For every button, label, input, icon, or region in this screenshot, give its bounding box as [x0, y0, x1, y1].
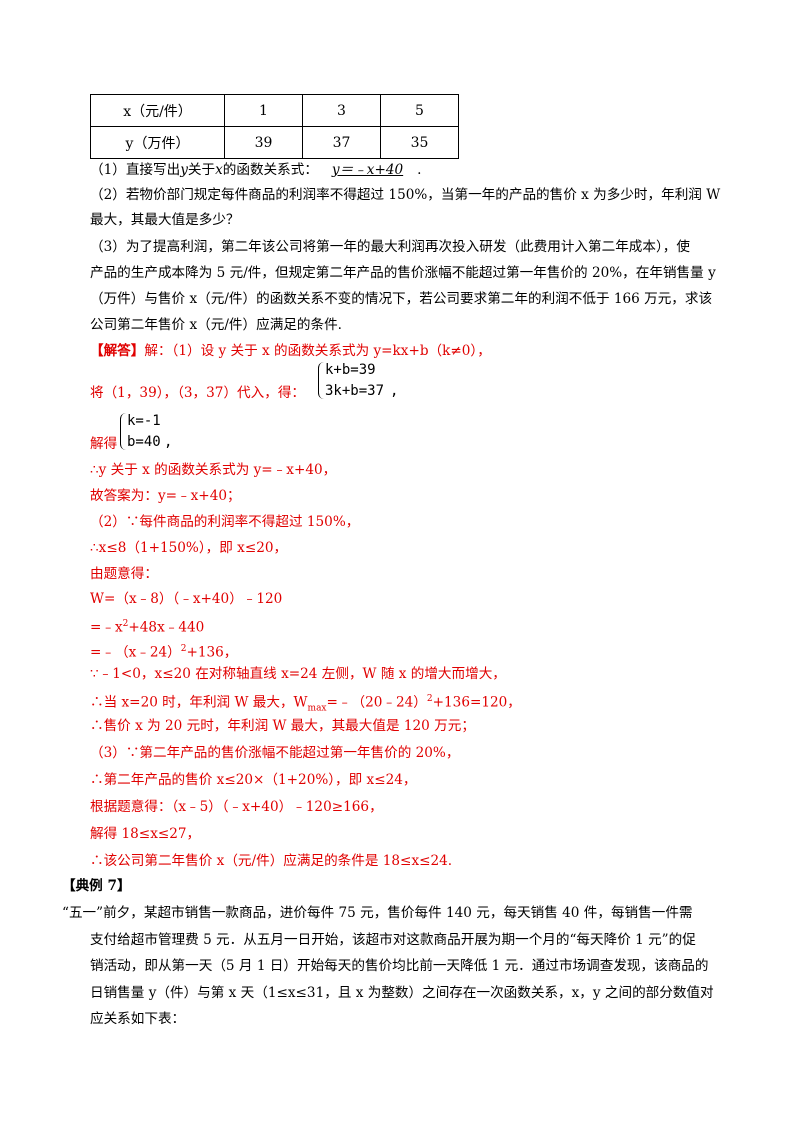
xy-value-table: x（元/件） 1 3 5 y（万件） 39 37 35 — [90, 94, 459, 159]
left-brace — [318, 362, 325, 399]
text: y — [180, 162, 188, 178]
superscript: 2 — [180, 644, 187, 654]
q1-answer: y＝﹣x+40 — [331, 162, 404, 178]
text: +136=120， — [432, 694, 521, 711]
text: ∴当 x=20 时，年利润 W 最大，W — [90, 694, 308, 711]
subscript: max — [307, 703, 327, 714]
question-3-line-4: 公司第二年售价 x（元/件）应满足的条件. — [90, 317, 342, 333]
question-2-line-1: （2）若物价部门规定每件商品的利润率不得超过 150%，当第一年的产品的售价 x… — [90, 187, 721, 203]
solution-line: ∴售价 x 为 20 元时，年利润 W 最大，其最大值是 120 万元； — [90, 718, 475, 734]
equation: k+b=39 — [325, 362, 376, 378]
example-7-line: “五一”前夕，某超市销售一款商品，进价每件 75 元，售价每件 140 元，每天… — [62, 905, 693, 921]
table-cell: 1 — [224, 94, 303, 127]
solution-line: 将（1，39），（3，37）代入，得： — [90, 385, 306, 401]
text: . — [417, 162, 422, 178]
table-cell: 37 — [302, 126, 381, 159]
table-cell: x（元/件） — [90, 94, 225, 127]
example-7-line: 日销售量 y（件）与第 x 天（1≤x≤31，且 x 为整数）之间存在一次函数关… — [90, 985, 714, 1001]
question-3-line-1: （3）为了提高利润，第二年该公司将第一年的最大利润再次投入研发（此费用计入第二年… — [90, 239, 690, 255]
solution-line: ∵﹣1<0，x≤20 在对称轴直线 x=24 左侧，W 随 x 的增大而增大， — [90, 666, 506, 682]
solution-line: =﹣（x﹣24）2+136， — [90, 639, 237, 663]
text: +48x﹣440 — [128, 619, 205, 636]
solution-line: W=（x﹣8）（﹣x+40）﹣120 — [90, 591, 283, 607]
table-cell: y（万件） — [90, 126, 225, 159]
punct: , — [390, 383, 399, 399]
text: =﹣（20﹣24） — [326, 694, 427, 711]
equation: 3k+b=37 — [325, 383, 385, 399]
text: 解：（1）设 y 关于 x 的函数关系式为 y=kx+b（k≠0）， — [144, 343, 491, 359]
table-cell: 3 — [302, 94, 381, 127]
table-row: x（元/件） 1 3 5 — [90, 94, 459, 127]
example-7-line: 销活动，即从第一天（5 月 1 日）开始每天的售价均比前一天降低 1 元．通过市… — [90, 958, 709, 974]
example-7-title: 【典例 7】 — [62, 878, 131, 894]
question-3-line-3: （万件）与售价 x（元/件）的函数关系不变的情况下，若公司要求第二年的利润不低于… — [90, 291, 713, 307]
solution-line: 由题意得： — [90, 566, 158, 582]
text: =﹣x — [90, 619, 123, 636]
superscript: 2 — [122, 619, 129, 629]
solution-line: ∴第二年产品的售价 x≤20×（1+20%），即 x≤24， — [90, 772, 417, 788]
solution-tag: 【解答】 — [90, 343, 145, 359]
solution-line: （3）∵第二年产品的售价涨幅不能超过第一年售价的 20%， — [90, 745, 460, 761]
text: =﹣（x﹣24） — [90, 644, 181, 661]
table-cell: 5 — [380, 94, 459, 127]
solution-line: 【解答】解：（1）设 y 关于 x 的函数关系式为 y=kx+b（k≠0）， — [90, 341, 491, 361]
text: +136， — [186, 644, 238, 661]
question-2-line-2: 最大，其最大值是多少？ — [90, 212, 240, 228]
solution-line: ∴该公司第二年售价 x（元/件）应满足的条件是 18≤x≤24. — [90, 853, 453, 869]
solution-line: 解得 — [90, 436, 118, 452]
solution-line: ∴x≤8（1+150%），即 x≤20， — [90, 540, 288, 556]
superscript: 2 — [426, 694, 433, 704]
example-7-line: 支付给超市管理费 5 元．从五月一日开始，该超市对这款商品开展为期一个月的“每天… — [90, 932, 696, 948]
solution-line: 解得 18≤x≤27， — [90, 826, 201, 842]
question-1: （1）直接写出y关于x的函数关系式： y＝﹣x+40. — [90, 160, 421, 180]
table-cell: 35 — [380, 126, 459, 159]
example-7-line: 应关系如下表： — [90, 1011, 186, 1027]
text: 关于 — [187, 162, 216, 178]
question-3-line-2: 产品的生产成本降为 5 元/件，但规定第二年产品的售价涨幅不能超过第一年售价的 … — [90, 265, 716, 281]
table-cell: 39 — [224, 126, 303, 159]
punct: , — [164, 434, 173, 450]
solution-line: 故答案为：y=﹣x+40； — [90, 488, 241, 504]
solution-line: （2）∵每件商品的利润率不得超过 150%， — [90, 514, 360, 530]
text: （1）直接写出 — [90, 162, 181, 178]
text: 的函数关系式： — [222, 162, 318, 178]
left-brace — [120, 413, 127, 450]
solution-line: ∴当 x=20 时，年利润 W 最大，Wmax=﹣（20﹣24）2+136=12… — [90, 689, 521, 718]
equation: b=40 — [127, 434, 161, 450]
solution-line: =﹣x2+48x﹣440 — [90, 614, 204, 638]
solution-line: 根据题意得：（x﹣5）（﹣x+40）﹣120≥166， — [90, 799, 383, 815]
text: x — [215, 162, 223, 178]
table-row: y（万件） 39 37 35 — [90, 126, 459, 159]
solution-line: ∴y 关于 x 的函数关系式为 y=﹣x+40， — [90, 462, 337, 478]
equation: k=-1 — [127, 413, 161, 429]
